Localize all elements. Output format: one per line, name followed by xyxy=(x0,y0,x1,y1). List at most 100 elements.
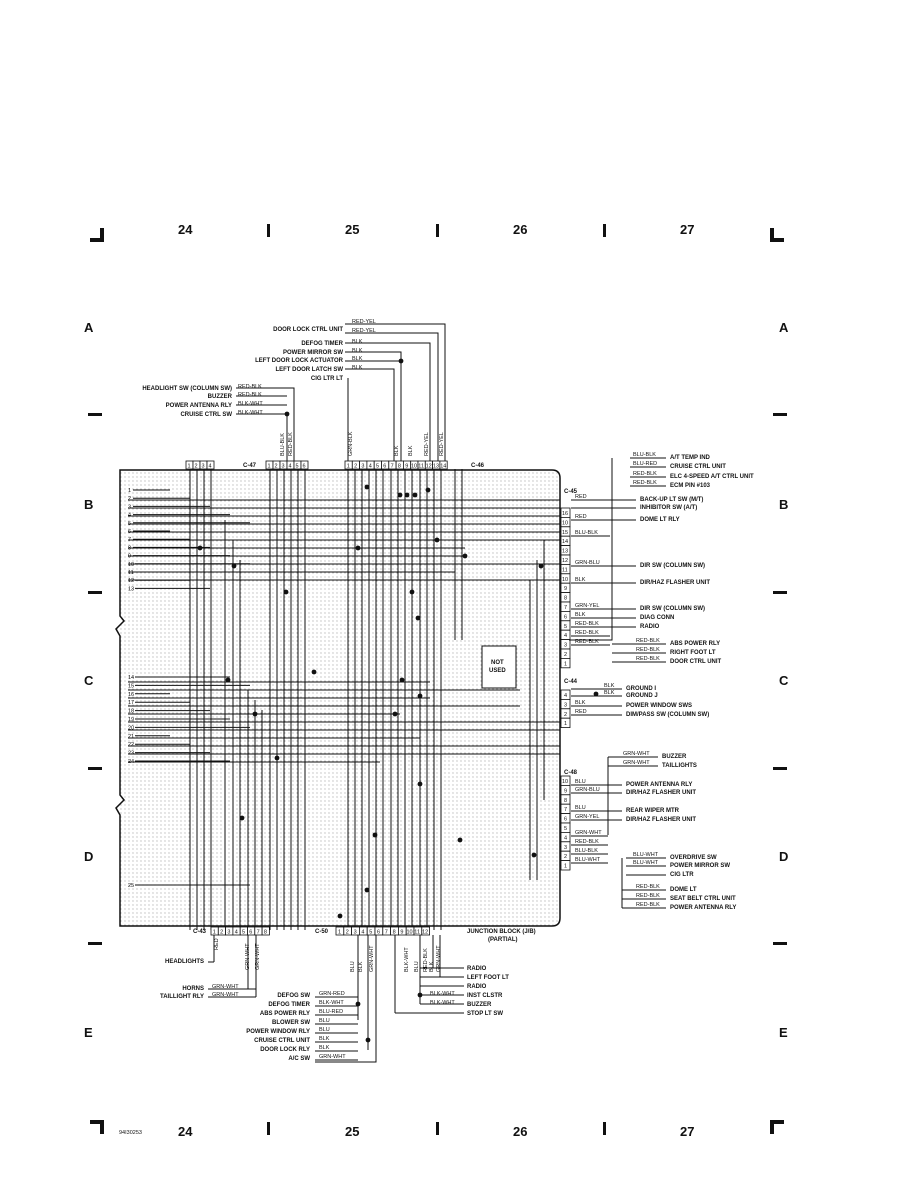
bc-wire-0: GRN-RED xyxy=(319,991,345,997)
c48-pin-label: 10 xyxy=(562,779,568,785)
not-used-line1: NOT xyxy=(491,660,504,666)
grid-row-b-right: B xyxy=(779,497,788,512)
grid-row-e-right: E xyxy=(779,1025,788,1040)
splice-dot xyxy=(364,887,370,893)
c47-pin-label: 6 xyxy=(303,464,306,470)
splice-dot xyxy=(409,589,415,595)
left-pin-label: 20 xyxy=(128,725,134,731)
left-pin-label: 25 xyxy=(128,883,134,889)
c45g-wire-1: RED-BLK xyxy=(636,647,660,653)
c46-pin-label: 5 xyxy=(376,464,379,470)
c48t-label-1: TAILLIGHTS xyxy=(662,763,697,769)
splice-dot xyxy=(412,492,418,498)
c50-pin-label: 8 xyxy=(393,930,396,936)
c48t-wire-1: GRN-WHT xyxy=(623,760,650,766)
grid-col-25-bottom: 25 xyxy=(345,1124,359,1139)
rt-label-1: CRUISE CTRL UNIT xyxy=(670,464,726,470)
splice-dot xyxy=(311,669,317,675)
top2-label-3: CRUISE CTRL SW xyxy=(180,412,232,418)
left-pin-label: 21 xyxy=(128,734,134,740)
c50-pin-label: 11 xyxy=(414,930,420,936)
c48-wire-4: GRN-WHT xyxy=(575,830,602,836)
bl-label-1: HORNS xyxy=(182,986,204,992)
splice-dot xyxy=(417,693,423,699)
c43-pin-label: 6 xyxy=(249,930,252,936)
not-used-line2: USED xyxy=(489,668,506,674)
top-label-0: DOOR LOCK CTRL UNIT xyxy=(273,327,343,333)
c48-wire-7: BLU-WHT xyxy=(575,857,601,863)
splice-dot xyxy=(415,615,421,621)
top2-wire-3: BLK-WHT xyxy=(238,410,263,416)
top-wire-3: BLK xyxy=(352,356,363,362)
c46-vwire: BLK xyxy=(394,445,400,456)
left-pin-label: 22 xyxy=(128,742,134,748)
c45-pin-label: 12 xyxy=(562,558,568,564)
c45-pin-label: 13 xyxy=(562,549,568,555)
c43-pin-label: 5 xyxy=(242,930,245,936)
c47-pin-label: 4 xyxy=(289,464,292,470)
c50-vwire: BLU xyxy=(414,961,420,972)
c43-pin-cell xyxy=(261,926,270,936)
c50-pin-label: 10 xyxy=(407,930,413,936)
c50-pin-label: 4 xyxy=(361,930,364,936)
rt-wire-0: BLU-BLK xyxy=(633,452,656,458)
c45-label-8: RADIO xyxy=(640,624,660,630)
c44-label-2: POWER WINDOW SWS xyxy=(626,703,692,709)
c47-pin-label: 1 xyxy=(188,464,191,470)
wire-hl-sw xyxy=(236,387,295,461)
c46-pin-label: 11 xyxy=(418,464,424,470)
c48-label-0: POWER ANTENNA RLY xyxy=(626,782,692,788)
wire-red-yel-2 xyxy=(345,332,439,461)
c50-vwire: BLK xyxy=(358,961,364,972)
c48ra-label-1: POWER MIRROR SW xyxy=(670,863,730,869)
c48-pin-label: 6 xyxy=(564,817,567,823)
grid-row-a-right: A xyxy=(779,320,789,335)
c48-pin-label: 3 xyxy=(564,845,567,851)
splice-dot xyxy=(337,913,343,919)
c45-wire-5: BLK xyxy=(575,577,586,583)
c45-wire-7: BLK xyxy=(575,612,586,618)
c48rb-label-0: DOME LT xyxy=(670,887,697,893)
grid-row-d-left: D xyxy=(84,849,93,864)
splice-dot xyxy=(425,487,431,493)
c48-wire-2: BLU xyxy=(575,805,586,811)
c44-pin-label: 1 xyxy=(564,721,567,727)
c45-wire-6: GRN-YEL xyxy=(575,603,599,609)
c45-pin-label: 10 xyxy=(562,520,568,526)
top-wire-0: RED-YEL xyxy=(352,319,376,325)
c44-label-0: GROUND I xyxy=(626,686,656,692)
c48rb-label-1: SEAT BELT CTRL UNIT xyxy=(670,896,736,902)
c45-pin-label: 5 xyxy=(564,624,567,630)
figure-id: 94I30253 xyxy=(119,1130,142,1136)
splice-dot xyxy=(364,484,370,490)
c45-pin-label: 10 xyxy=(562,577,568,583)
c45-wire-8: RED-BLK xyxy=(575,621,599,627)
c45-label-7: DIAG CONN xyxy=(640,615,674,621)
br-label-4: BUZZER xyxy=(467,1002,492,1008)
c44-pin-label: 4 xyxy=(564,693,567,699)
grid-row-c-right: C xyxy=(779,673,789,688)
c46-vwire: GRN-BLK xyxy=(348,431,354,456)
c50-vwire: BLK xyxy=(429,961,435,972)
left-pin-label: 11 xyxy=(128,570,134,576)
c50-pin-label: 3 xyxy=(354,930,357,936)
left-pin-label: 18 xyxy=(128,709,134,715)
c45g-wire-2: RED-BLK xyxy=(636,656,660,662)
grid-col-27-top: 27 xyxy=(680,222,694,237)
grid-col-24-top: 24 xyxy=(178,222,193,237)
c45-pin-label: 3 xyxy=(564,643,567,649)
c50-pin-label: 6 xyxy=(377,930,380,936)
top2-wire-0: RED-BLK xyxy=(238,384,262,390)
c43-pin-label: 3 xyxy=(227,930,230,936)
c45g-label-2: DOOR CTRL UNIT xyxy=(670,659,722,665)
c45-label-2: DOME LT RLY xyxy=(640,517,680,523)
bc-label-4: POWER WINDOW RLY xyxy=(246,1029,310,1035)
grid-col-27-bottom: 27 xyxy=(680,1124,694,1139)
junction-block-title-1: JUNCTION BLOCK (J/B) xyxy=(467,929,536,935)
splice-dot xyxy=(365,1037,371,1043)
top2-wire-2: BLK-WHT xyxy=(238,401,263,407)
c50-pin-label: 12 xyxy=(422,930,428,936)
c50-pin-label: 9 xyxy=(400,930,403,936)
c48ra-label-2: CIG LTR xyxy=(670,872,694,878)
